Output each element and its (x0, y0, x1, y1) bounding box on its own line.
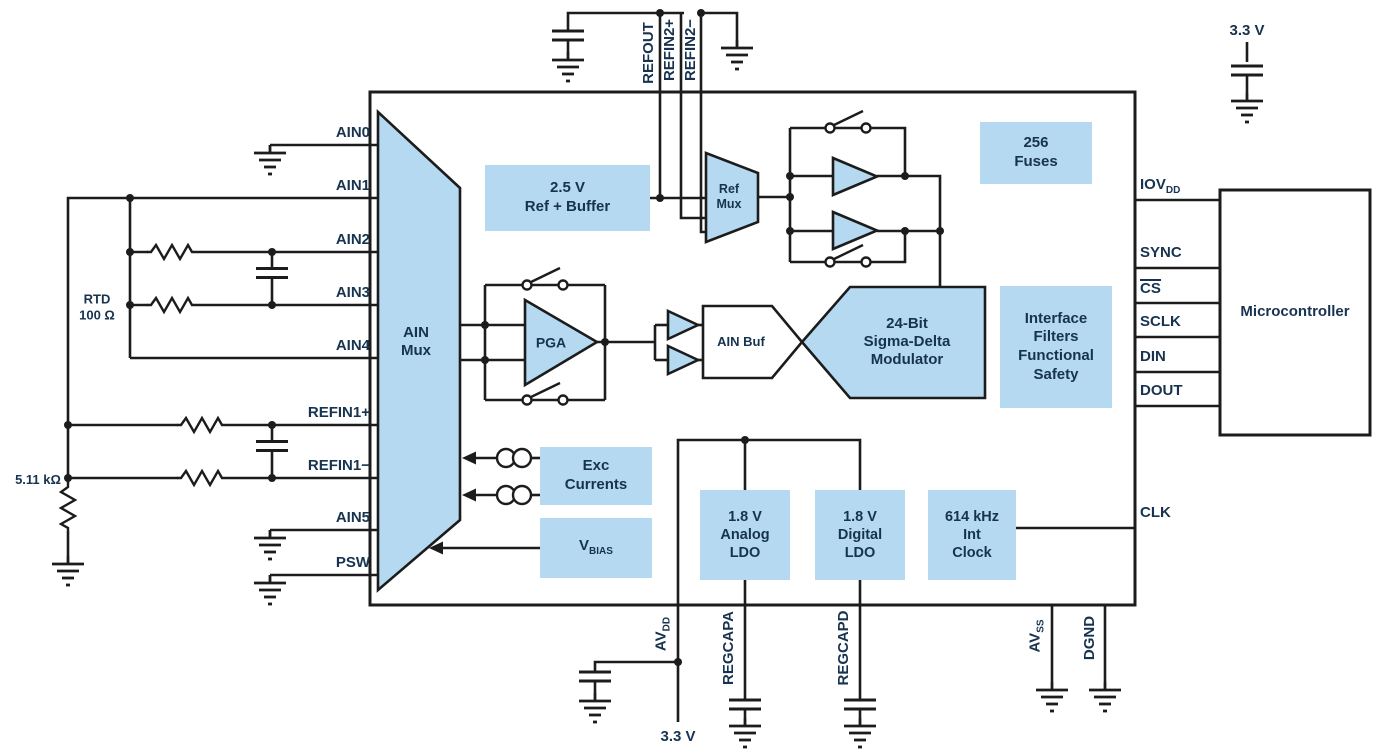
capacitor-avdd (577, 670, 613, 683)
block-vbias: VBIAS (540, 518, 652, 578)
block-digital-ldo: 1.8 V Digital LDO (815, 490, 905, 580)
pin-label-avdd: AVDD (652, 616, 673, 652)
pin-label-cs: CS (1140, 279, 1161, 297)
block-fuses-label: 256 Fuses (1014, 134, 1058, 170)
ground-3v3 (1229, 91, 1265, 124)
wires-layer (66, 11, 1249, 722)
supply-3v3-top-label: 3.3 V (1229, 22, 1265, 39)
pin-label-refin2m: REFIN2− (682, 18, 699, 82)
ain-mux-label: AIN Mux (401, 324, 431, 359)
current-source-2 (495, 484, 533, 506)
pin-label-sclk: SCLK (1140, 313, 1181, 330)
ground-avss (1034, 680, 1070, 713)
block-exc-currents: Exc Currents (540, 447, 652, 505)
microcontroller-label: Microcontroller (1240, 303, 1350, 320)
ain-buf1-triangle (666, 308, 702, 342)
pin-label-ain3: AIN3 (335, 284, 370, 301)
shapes-layer (376, 109, 987, 593)
resistor-5k11 (59, 481, 77, 533)
block-analog-ldo: 1.8 V Analog LDO (700, 490, 790, 580)
pin-label-ain5: AIN5 (335, 509, 370, 526)
pin-label-dgnd: DGND (1081, 615, 1098, 661)
pin-label-clk: CLK (1140, 504, 1171, 521)
pin-label-din: DIN (1140, 348, 1166, 365)
ref-mux-shape (704, 151, 760, 244)
pin-label-refin1p: REFIN1+ (307, 404, 370, 421)
ground-psw (252, 573, 288, 606)
ground-ain5 (252, 528, 288, 561)
ain-buf-label: AIN Buf (717, 334, 765, 350)
pga-shape (523, 297, 600, 388)
resistor-ain2 (145, 243, 197, 261)
capacitor-regcapd (842, 698, 878, 711)
capacitor-3v3 (1229, 64, 1265, 77)
ain-mux-shape (376, 109, 462, 593)
pin-label-psw: PSW (335, 554, 370, 571)
rtd-label: RTD 100 Ω (79, 291, 115, 322)
capacitor-regcapa (727, 698, 763, 711)
pin-label-ain1: AIN1 (335, 177, 370, 194)
ground-dgnd (1087, 680, 1123, 713)
block-int-clock-label: 614 kHz Int Clock (944, 508, 999, 562)
block-analog-ldo-label: 1.8 V Analog LDO (720, 508, 770, 562)
ground-rtd-rail (50, 554, 86, 587)
block-digital-ldo-label: 1.8 V Digital LDO (837, 508, 883, 562)
block-interface-filters: Interface Filters Functional Safety (1000, 286, 1112, 408)
ain-buf-banner (701, 304, 804, 380)
ground-refin2m (719, 38, 755, 71)
block-ref-buffer: 2.5 V Ref + Buffer (485, 165, 650, 231)
block-exc-label: Exc Currents (564, 457, 628, 493)
pin-label-refin2p: REFIN2+ (661, 18, 678, 82)
ref-mux-label: Ref Mux (716, 182, 742, 211)
ground-avdd-cap (577, 691, 613, 724)
pin-label-ain0: AIN0 (335, 124, 370, 141)
ground-regcapd (842, 716, 878, 749)
block-interface-label: Interface Filters Functional Safety (1018, 309, 1094, 383)
pin-label-iovdd: IOVDD (1140, 176, 1181, 196)
supply-3v3-bottom-label: 3.3 V (660, 728, 696, 745)
capacitor-ain23 (254, 267, 290, 279)
pin-label-regcapa: REGCAPA (720, 611, 737, 685)
ground-regcapa (727, 716, 763, 749)
ground-refout-cap (550, 50, 586, 83)
block-fuses: 256 Fuses (980, 122, 1092, 184)
pin-label-ain2: AIN2 (335, 231, 370, 248)
modulator-shape (800, 285, 987, 400)
pin-label-ain4: AIN4 (335, 337, 370, 354)
ground-ain0 (252, 143, 288, 176)
pin-label-regcapd: REGCAPD (835, 610, 852, 686)
resistor-refin1m (175, 469, 227, 487)
capacitor-refout (550, 29, 586, 42)
microcontroller-outline (1218, 188, 1372, 437)
ref-buffer1-triangle (831, 156, 881, 197)
ain-buf2-triangle (666, 343, 702, 377)
pin-label-refin1m: REFIN1− (307, 457, 370, 474)
pin-label-dout: DOUT (1140, 382, 1183, 399)
ref-buffer2-triangle (831, 210, 881, 251)
current-source-1 (495, 447, 533, 469)
resistor-ain3 (145, 296, 197, 314)
resistor-refin1p (175, 416, 227, 434)
block-ref-buffer-label: 2.5 V Ref + Buffer (524, 179, 611, 215)
capacitor-refin1 (254, 440, 290, 452)
block-int-clock: 614 kHz Int Clock (928, 490, 1016, 580)
junction-dots (64, 9, 944, 666)
pga-label: PGA (535, 334, 567, 351)
pin-label-refout: REFOUT (640, 22, 657, 84)
modulator-label: 24-Bit Sigma-Delta Modulator (863, 315, 951, 368)
pin-label-sync: SYNC (1140, 244, 1182, 261)
pin-label-avss: AVSS (1026, 619, 1047, 653)
block-vbias-label: VBIAS (579, 537, 613, 558)
ref-resistor-label: 5.11 kΩ (15, 472, 61, 488)
